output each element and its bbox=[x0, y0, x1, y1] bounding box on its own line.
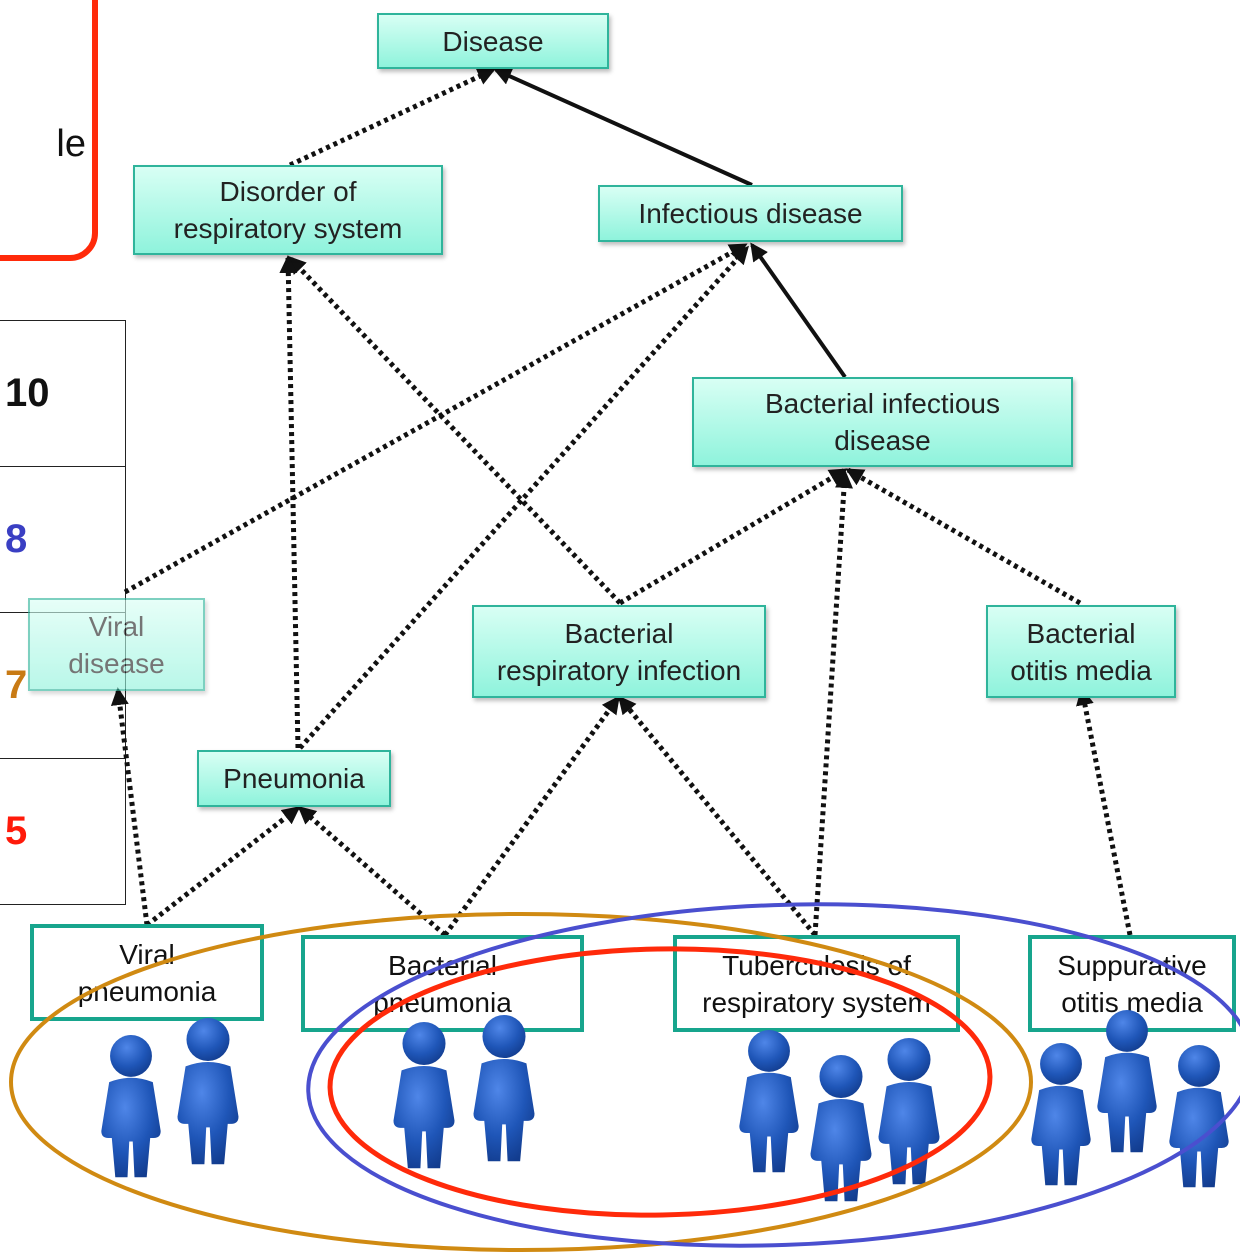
edge-bid-to-infectious bbox=[750, 242, 847, 379]
count-cell: 10 bbox=[0, 320, 126, 467]
person-icon bbox=[101, 1035, 161, 1178]
node-bacterial-otitis-media[interactable]: Bacterial otitis media bbox=[986, 605, 1176, 698]
edge-disorder-to-disease bbox=[288, 67, 496, 168]
node-viral-disease[interactable]: Viral disease bbox=[28, 598, 205, 691]
edge-sup-to-bom bbox=[1076, 687, 1133, 936]
edge-infectious-to-disease bbox=[493, 67, 753, 187]
edge-pneumonia-to-disorder bbox=[279, 255, 301, 749]
person-icon bbox=[810, 1055, 872, 1202]
node-bacterial-infectious-disease[interactable]: Bacterial infectious disease bbox=[692, 377, 1073, 467]
cohort-orange-ellipse bbox=[9, 912, 1033, 1252]
node-label: Bacterial infectious bbox=[764, 388, 1000, 419]
person-group-viral-pneumonia bbox=[101, 1018, 239, 1178]
leaf-label: pneumonia bbox=[77, 975, 217, 1007]
callout-text: le bbox=[56, 123, 86, 165]
cohort-blue-ellipse bbox=[306, 902, 1240, 1248]
node-infectious-disease[interactable]: Infectious disease bbox=[598, 185, 903, 242]
node-label: Pneumonia bbox=[223, 763, 365, 794]
person-group-tuberculosis bbox=[739, 1030, 940, 1202]
node-label: Bacterial bbox=[564, 617, 674, 649]
person-icon bbox=[878, 1038, 940, 1185]
count-cell: 5 bbox=[0, 758, 126, 905]
person-group-suppurative-otitis bbox=[1031, 1010, 1229, 1188]
person-icon bbox=[1169, 1045, 1229, 1188]
node-label: Disorder of bbox=[219, 176, 357, 207]
person-group-bacterial-pneumonia bbox=[393, 1015, 535, 1169]
node-disorder-respiratory[interactable]: Disorder of respiratory system bbox=[133, 165, 443, 255]
edge-bp-to-bri bbox=[442, 695, 621, 937]
node-label: respiratory system bbox=[173, 213, 403, 244]
edge-viral-to-infectious bbox=[123, 242, 748, 595]
node-label: disease bbox=[834, 425, 931, 456]
callout-box: le bbox=[0, 0, 98, 261]
edge-bp-to-pneumonia bbox=[297, 806, 447, 937]
node-label: Bacterial bbox=[1026, 617, 1136, 649]
cohort-red-ellipse bbox=[327, 946, 993, 1218]
edge-bri-to-bid bbox=[618, 467, 848, 606]
count-cell: 8 bbox=[0, 466, 126, 613]
person-icon bbox=[1097, 1010, 1157, 1153]
node-disease[interactable]: Disease bbox=[377, 13, 609, 69]
person-icon bbox=[473, 1015, 535, 1162]
node-pneumonia[interactable]: Pneumonia bbox=[197, 750, 391, 807]
person-icon bbox=[393, 1022, 455, 1169]
edge-tb-to-bri bbox=[618, 695, 817, 937]
node-label: otitis media bbox=[1010, 654, 1152, 686]
person-icon bbox=[177, 1018, 239, 1165]
person-icon bbox=[739, 1030, 799, 1173]
node-label: respiratory infection bbox=[496, 654, 742, 686]
node-bacterial-respiratory-infection[interactable]: Bacterial respiratory infection bbox=[472, 605, 766, 698]
leaf-label: Viral bbox=[119, 938, 175, 970]
leaf-label: pneumonia bbox=[373, 986, 512, 1018]
leaf-bacterial-pneumonia[interactable]: Bacterial pneumonia bbox=[301, 935, 584, 1032]
edge-tb-to-bid bbox=[812, 470, 854, 936]
node-label: Infectious disease bbox=[638, 198, 863, 229]
person-icon bbox=[1031, 1043, 1091, 1186]
leaf-label: respiratory system bbox=[702, 986, 931, 1018]
node-label: disease bbox=[68, 647, 165, 679]
node-label: Disease bbox=[442, 25, 544, 57]
node-label: Viral bbox=[88, 610, 145, 642]
